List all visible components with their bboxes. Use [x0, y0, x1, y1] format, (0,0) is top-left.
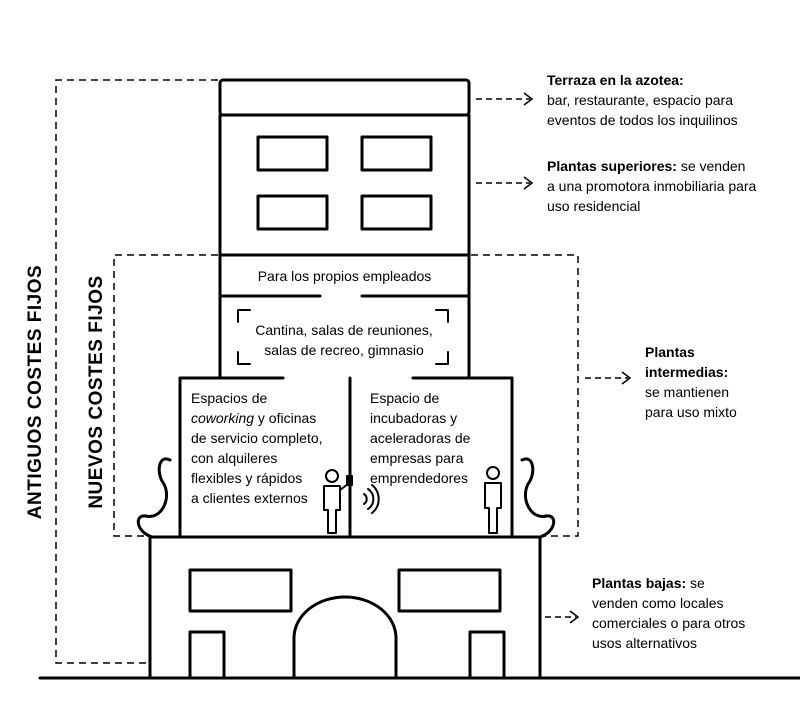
window — [360, 194, 433, 231]
incubator-line: Espacio de — [370, 390, 440, 406]
callout-line: usos alternativos — [592, 635, 698, 651]
lower-floors-callout: Plantas bajas: se venden como locales co… — [592, 573, 792, 653]
new-fixed-costs-bracket-right — [471, 254, 579, 537]
coworking-label: Espacios de coworking y oficinas de serv… — [191, 388, 351, 508]
employees-label: Para los propios empleados — [257, 268, 432, 284]
callout-line: bar, restaurante, espacio para — [547, 92, 734, 108]
coworking-line: flexibles y rápidos — [191, 470, 303, 486]
canteen-frame — [237, 309, 449, 365]
callout-title-line: Plantas bajas: se — [592, 573, 792, 593]
old-fixed-costs-bracket — [55, 79, 218, 664]
callout-title-rest: se — [686, 575, 705, 591]
callout-title: Terraza en la azotea: — [547, 72, 684, 88]
callout-line: a una promotora inmobiliaria para — [547, 178, 757, 194]
incubator-line: incubadoras y — [370, 410, 458, 426]
coworking-line: coworking y oficinas — [191, 408, 351, 428]
coworking-line: de servicio completo, — [191, 430, 323, 446]
coworking-rest: y oficinas — [254, 410, 317, 426]
window — [256, 135, 329, 172]
callout-title-line: Plantas superiores: se venden — [547, 156, 792, 176]
incubator-label: Espacio de incubadoras y aceleradoras de… — [370, 388, 510, 488]
callout-line: venden como locales — [592, 595, 724, 611]
middle-floors-callout: Plantas intermedias: se mantienen para u… — [645, 342, 795, 422]
callout-line: se mantienen — [645, 384, 730, 400]
canteen-line: salas de recreo, gimnasio — [264, 342, 424, 358]
callout-title-rest: se venden — [676, 158, 746, 174]
callout-line: uso residencial — [547, 198, 641, 214]
person-with-phone-icon — [323, 469, 353, 534]
new-fixed-costs-label: NUEVOS COSTES FIJOS — [86, 275, 107, 509]
upper-floors — [218, 113, 471, 257]
wireless-signal-icon — [363, 484, 380, 514]
dashed-arrow-icon — [476, 92, 534, 106]
person-icon — [484, 466, 502, 534]
incubator-line: empresas para — [370, 450, 464, 466]
coworking-italic: coworking — [191, 410, 255, 426]
left-scroll — [136, 457, 172, 539]
dashed-arrow-icon — [585, 371, 632, 385]
upper-floors-callout: Plantas superiores: se venden a una prom… — [547, 156, 792, 216]
callout-line: para uso mixto — [645, 404, 737, 420]
canteen-label: Cantina, salas de reuniones, salas de re… — [240, 320, 448, 360]
shop-window — [397, 568, 502, 613]
incubator-line: emprendedores — [370, 470, 469, 486]
shop-window — [188, 568, 293, 613]
dashed-arrow-icon — [545, 610, 580, 624]
arched-entrance — [292, 595, 398, 680]
callout-line: comerciales o para otros — [592, 615, 746, 631]
middle-upper-floors — [218, 253, 471, 380]
incubator-line: aceleradoras de — [370, 430, 471, 446]
door — [468, 630, 506, 680]
middle-lower-floors — [178, 376, 514, 539]
right-scroll — [520, 457, 556, 539]
callout-title: Plantas — [645, 344, 695, 360]
rooftop-callout: Terraza en la azotea: bar, restaurante, … — [547, 70, 792, 130]
callout-line: eventos de todos los inquilinos — [547, 112, 738, 128]
coworking-line: a clientes externos — [191, 490, 308, 506]
coworking-line: Espacios de — [191, 390, 268, 406]
coworking-line: con alquileres — [191, 450, 278, 466]
callout-title: Plantas bajas: — [592, 575, 687, 591]
old-fixed-costs-label: ANTIGUOS COSTES FIJOS — [25, 264, 46, 520]
canteen-line: Cantina, salas de reuniones, — [255, 322, 433, 338]
callout-title: Plantas superiores: — [547, 158, 677, 174]
window — [360, 135, 433, 172]
door — [188, 630, 226, 680]
new-fixed-costs-bracket-left — [113, 254, 218, 537]
dashed-arrow-icon — [476, 176, 534, 190]
rooftop-floor — [218, 78, 471, 117]
window — [256, 194, 329, 231]
callout-title: intermedias: — [645, 364, 729, 380]
ground-floor — [148, 535, 542, 680]
